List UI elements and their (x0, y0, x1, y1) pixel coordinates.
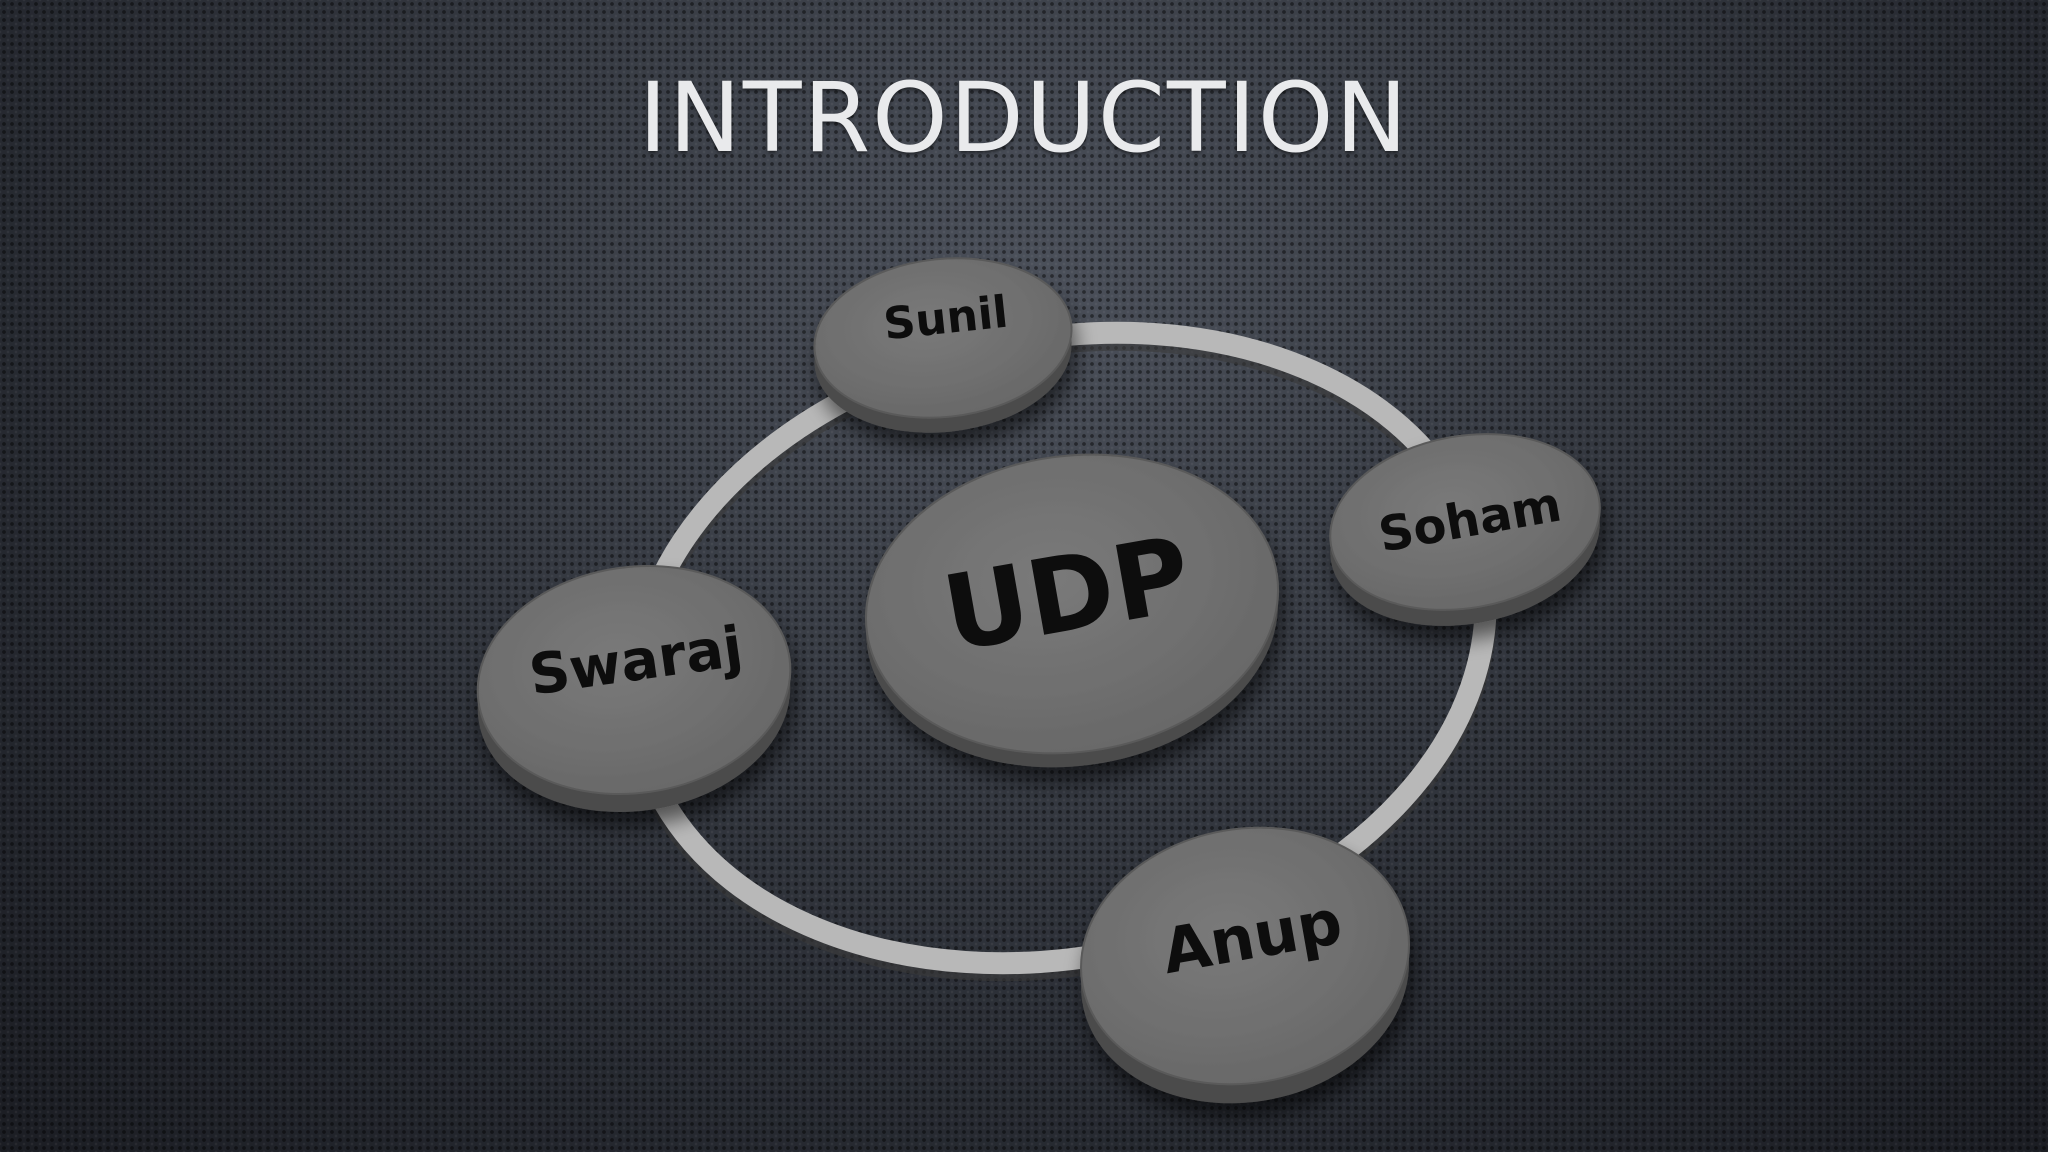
member-disc-soham: Soham (1329, 433, 1601, 626)
slide-title: INTRODUCTION (638, 62, 1410, 174)
member-disc-swaraj: Swaraj (476, 564, 792, 813)
center-disc-udp: UDP (864, 453, 1280, 768)
member-disc-sunil: Sunil (813, 257, 1073, 433)
member-disc-anup: Anup (1080, 826, 1410, 1104)
